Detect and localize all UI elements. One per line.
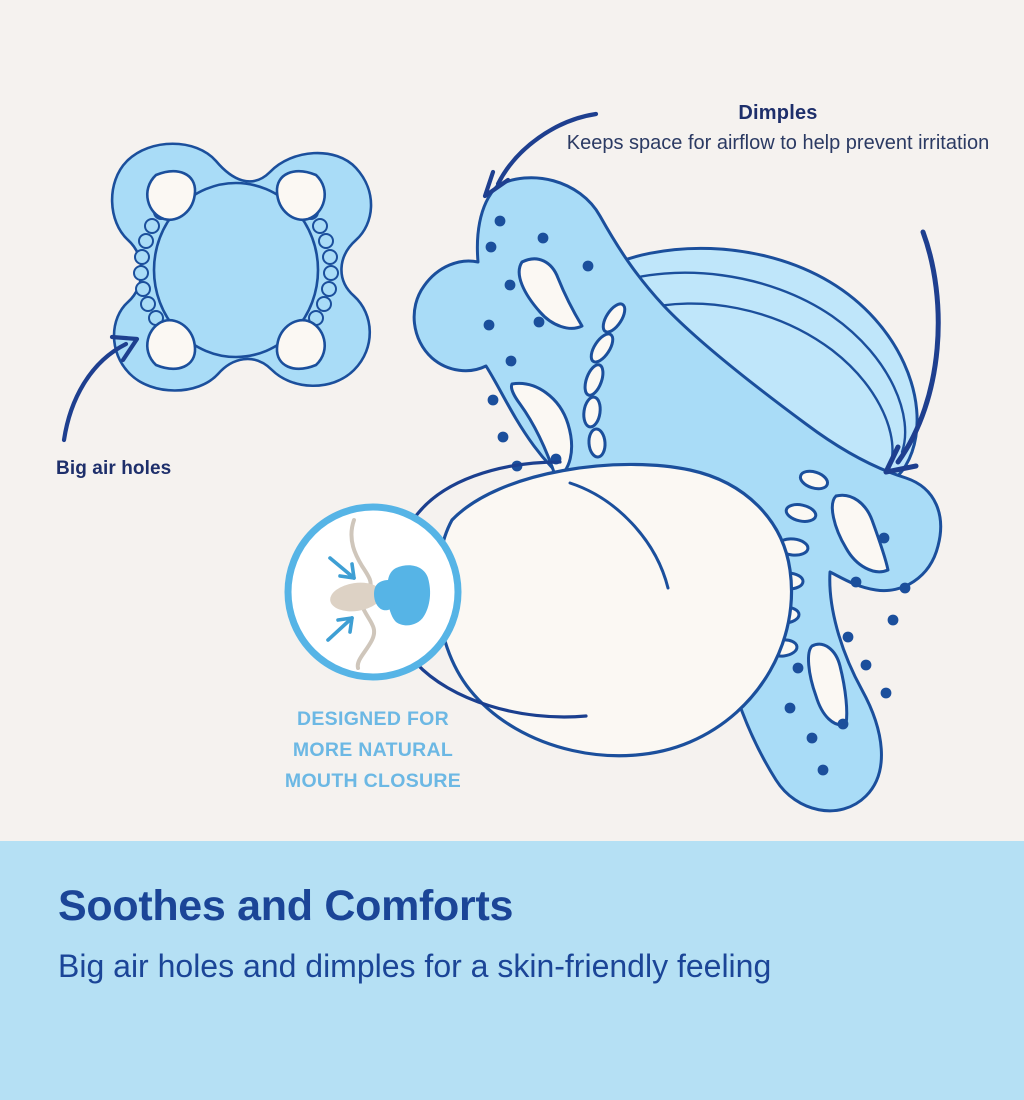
mouth-closure-line-2: MORE NATURAL (292, 739, 454, 762)
pacifier-diagram-svg (61, 111, 943, 813)
illustration-area (61, 111, 943, 813)
inset-pacifier-shield (387, 565, 431, 626)
mouth-closure-label: DESIGNED FOR MORE NATURAL MOUTH CLOSURE (248, 704, 498, 798)
dimples-heading: Dimples (738, 102, 818, 124)
front-view-pacifier (110, 142, 373, 392)
angled-view-pacifier (412, 176, 943, 813)
right-dimples-arrow (883, 229, 941, 475)
front-air-hole-top-left (145, 170, 197, 222)
front-air-hole-bottom-right (275, 318, 327, 370)
tongue-shape (330, 582, 382, 612)
dimples-callout: Dimples Keeps space for airflow to help … (556, 98, 1000, 158)
pacifier-nipple (435, 462, 794, 758)
banner-title: Soothes and Comforts (58, 882, 514, 930)
dimples-arrow (482, 111, 599, 199)
shield-upper-wing-ridge-2 (638, 302, 894, 460)
feature-banner: Soothes and Comforts Big air holes and d… (0, 841, 1024, 1100)
air-holes-arrow (61, 334, 140, 443)
dimple-dots (483, 215, 911, 776)
inset-connector-top (411, 460, 562, 522)
inset-pacifier-teat (374, 580, 399, 611)
front-center-dome (152, 181, 320, 359)
banner-subtitle: Big air holes and dimples for a skin-fri… (58, 948, 772, 985)
air-hole-lower-right (830, 493, 890, 574)
air-holes-label: Big air holes (56, 458, 172, 479)
dimples-body: Keeps space for airflow to help prevent … (566, 132, 990, 154)
mouth-closure-inset (284, 503, 462, 681)
front-air-hole-bottom-left (145, 318, 197, 370)
nipple-contour-line (568, 481, 670, 590)
shield-upper-wing-ridge (610, 271, 907, 454)
mouth-closure-line-3: MOUTH CLOSURE (284, 770, 462, 793)
mouth-closure-line-1: DESIGNED FOR (296, 708, 450, 730)
inset-arrows (326, 556, 356, 642)
inset-circle-ring (284, 503, 462, 681)
air-hole-upper-left (517, 257, 584, 330)
inset-connector-bottom (414, 661, 588, 719)
oval-dimples-upper (582, 302, 627, 459)
front-air-holes (145, 170, 327, 370)
front-air-hole-top-right (275, 170, 327, 222)
